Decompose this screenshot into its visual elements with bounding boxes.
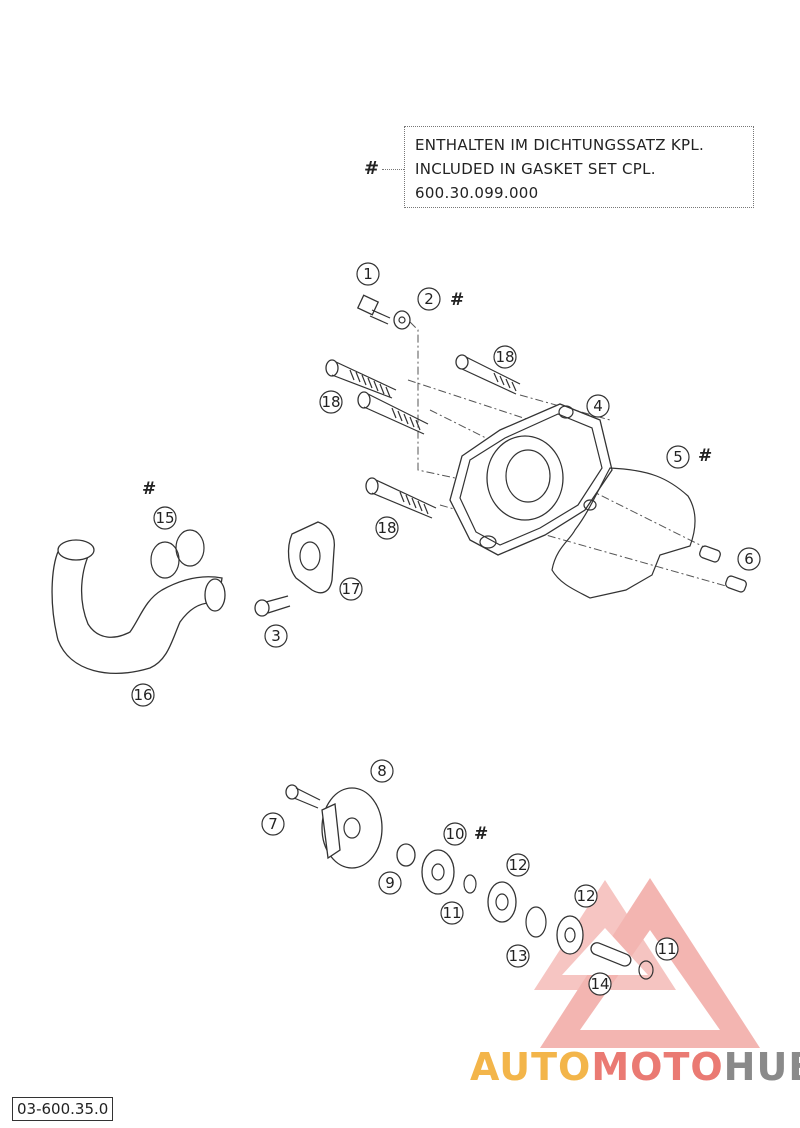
svg-text:1: 1: [363, 265, 373, 283]
svg-text:5: 5: [673, 448, 683, 466]
callout-11a: 11: [440, 901, 464, 925]
coolant-hose-part-16: [51, 547, 223, 674]
svg-text:14: 14: [590, 975, 609, 993]
svg-text:18: 18: [495, 348, 514, 366]
svg-text:4: 4: [593, 397, 603, 415]
callout-5: 5#: [666, 445, 712, 469]
callout-13: 13: [506, 944, 530, 968]
svg-text:18: 18: [321, 393, 340, 411]
seal-part-9: [396, 843, 416, 867]
watermark-logo: [534, 878, 760, 1048]
callout-10: 10 #: [443, 822, 488, 846]
svg-text:13: 13: [508, 947, 527, 965]
circlip-part-13: [525, 906, 547, 938]
svg-text:6: 6: [744, 550, 754, 568]
svg-text:11: 11: [657, 940, 676, 958]
svg-text:7: 7: [268, 815, 278, 833]
svg-text:#: #: [450, 290, 464, 310]
washer-part-2: [393, 310, 411, 330]
svg-text:17: 17: [341, 580, 360, 598]
circlip-part-11b: [638, 960, 654, 980]
svg-text:16: 16: [133, 686, 152, 704]
bearing-part-12a: [487, 881, 517, 923]
svg-text:12: 12: [576, 887, 595, 905]
callout-11b: 11: [655, 937, 679, 961]
watermark-wordmark: AUTOMOTOHUB: [470, 1045, 800, 1089]
shaft-seal-part-10: [421, 849, 455, 895]
callout-12a: 12: [506, 853, 530, 877]
svg-text:#: #: [474, 824, 488, 844]
svg-text:15: 15: [155, 509, 174, 527]
long-bolts-part-18: [325, 354, 521, 519]
svg-text:11: 11: [442, 904, 461, 922]
callout-12b: 12: [574, 884, 598, 908]
callout-1: 1: [356, 262, 380, 286]
flange-gasket-part-17: [287, 521, 336, 594]
callout-16: 16: [131, 683, 155, 707]
note-leader-line: [382, 169, 404, 170]
note-line-german: ENTHALTEN IM DICHTUNGSSATZ KPL.: [415, 136, 705, 154]
svg-text:10: 10: [445, 825, 464, 843]
o-ring-part-15a: [150, 541, 180, 579]
svg-text:9: 9: [385, 874, 395, 892]
circlip-part-11a: [463, 874, 477, 894]
impeller-part-8: [321, 787, 383, 869]
cover-gasket-part-5: [551, 467, 696, 599]
callout-18b: 18: [319, 390, 343, 414]
callout-18c: 18: [375, 516, 399, 540]
callout-14: 14: [588, 972, 612, 996]
svg-text:#: #: [698, 446, 712, 466]
callout-2: 2#: [417, 287, 464, 311]
svg-text:12: 12: [508, 856, 527, 874]
callout-4: 4: [586, 394, 610, 418]
bearing-part-12b: [556, 915, 584, 955]
callout-15: 15 #: [142, 479, 177, 530]
callout-8: 8: [370, 759, 394, 783]
gasket-set-symbol: #: [364, 158, 380, 179]
gasket-set-note: ENTHALTEN IM DICHTUNGSSATZ KPL. INCLUDED…: [404, 126, 754, 208]
svg-text:2: 2: [424, 290, 434, 308]
o-ring-part-15b: [175, 529, 205, 567]
note-line-english: INCLUDED IN GASKET SET CPL.: [415, 160, 656, 178]
dowel-pins-part-6: [699, 545, 747, 593]
callout-bubbles: 1 2# 3 4 5# 6 7 8 9 10# 11 12 13 12 14 1…: [131, 262, 761, 996]
callout-3: 3: [264, 624, 288, 648]
svg-text:#: #: [142, 479, 156, 499]
callout-6: 6: [737, 547, 761, 571]
callout-18a: 18: [493, 345, 517, 369]
water-pump-cover-part-4: [449, 403, 613, 556]
shaft-part-14: [590, 942, 632, 967]
svg-text:18: 18: [377, 519, 396, 537]
callout-17: 17: [339, 577, 363, 601]
bolt-part-1: [356, 294, 391, 325]
svg-text:3: 3: [271, 627, 281, 645]
bolt-part-7: [285, 784, 321, 809]
note-line-part-number: 600.30.099.000: [415, 184, 539, 202]
bolt-part-3: [254, 595, 291, 617]
svg-text:8: 8: [377, 762, 387, 780]
document-number: 03-600.35.0: [12, 1097, 114, 1121]
callout-9: 9: [378, 871, 402, 895]
callout-7: 7: [261, 812, 285, 836]
